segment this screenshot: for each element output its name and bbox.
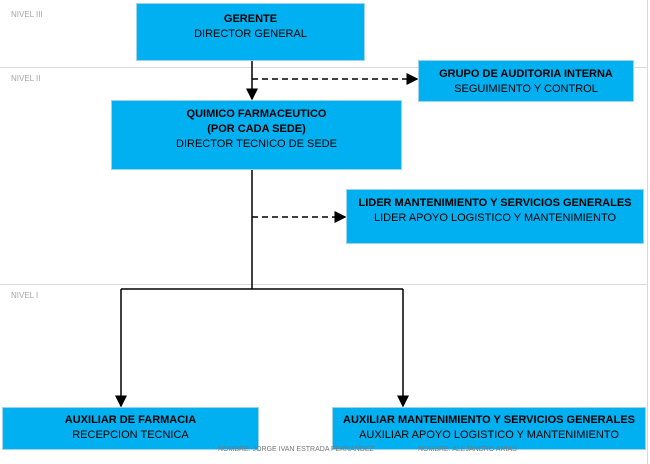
footer-name-2: NOMBRE: ALEJANDRO ARIAS <box>418 446 517 453</box>
level-1-label: NIVEL I <box>11 291 39 300</box>
auditoria-subtitle: SEGUIMIENTO Y CONTROL <box>454 83 598 95</box>
quimico-title-2: (POR CADA SEDE) <box>207 123 306 135</box>
gerente-subtitle: DIRECTOR GENERAL <box>194 28 307 40</box>
aux-mant-subtitle: AUXILIAR APOYO LOGISTICO Y MANTENIMIENTO <box>359 429 619 441</box>
quimico-subtitle: DIRECTOR TECNICO DE SEDE <box>176 138 337 150</box>
lider-subtitle: LIDER APOYO LOGISTICO Y MANTENIMIENTO <box>373 212 617 224</box>
level-2-label: NIVEL II <box>11 74 41 83</box>
level-3-label: NIVEL III <box>11 10 43 19</box>
lider-title: LIDER MANTENIMIENTO Y SERVICIOS GENERALE… <box>358 197 632 209</box>
aux-mant-title: AUXILIAR MANTENIMIENTO Y SERVICIOS GENER… <box>343 414 635 426</box>
level-1-band <box>0 284 648 464</box>
box-aux-farmacia: AUXILIAR DE FARMACIA RECEPCION TECNICA <box>2 407 259 450</box>
level-3-band <box>0 0 648 68</box>
footer-name-1: NOMBRE: JORGE IVAN ESTRADA FERNANDEZ <box>218 446 374 453</box>
level-2-band <box>0 67 648 285</box>
aux-farmacia-subtitle: RECEPCION TECNICA <box>72 429 189 441</box>
quimico-title: QUIMICO FARMACEUTICO <box>186 108 327 120</box>
box-auditoria: GRUPO DE AUDITORIA INTERNA SEGUIMIENTO Y… <box>418 60 634 102</box>
box-lider: LIDER MANTENIMIENTO Y SERVICIOS GENERALE… <box>346 189 644 244</box>
box-aux-mantenimiento: AUXILIAR MANTENIMIENTO Y SERVICIOS GENER… <box>332 407 646 450</box>
box-gerente: GERENTE DIRECTOR GENERAL <box>136 3 365 61</box>
auditoria-title: GRUPO DE AUDITORIA INTERNA <box>439 68 613 80</box>
connectors <box>115 61 419 408</box>
aux-farmacia-title: AUXILIAR DE FARMACIA <box>64 414 197 426</box>
gerente-title: GERENTE <box>223 13 278 25</box>
box-quimico: QUIMICO FARMACEUTICO (POR CADA SEDE) DIR… <box>111 100 402 170</box>
